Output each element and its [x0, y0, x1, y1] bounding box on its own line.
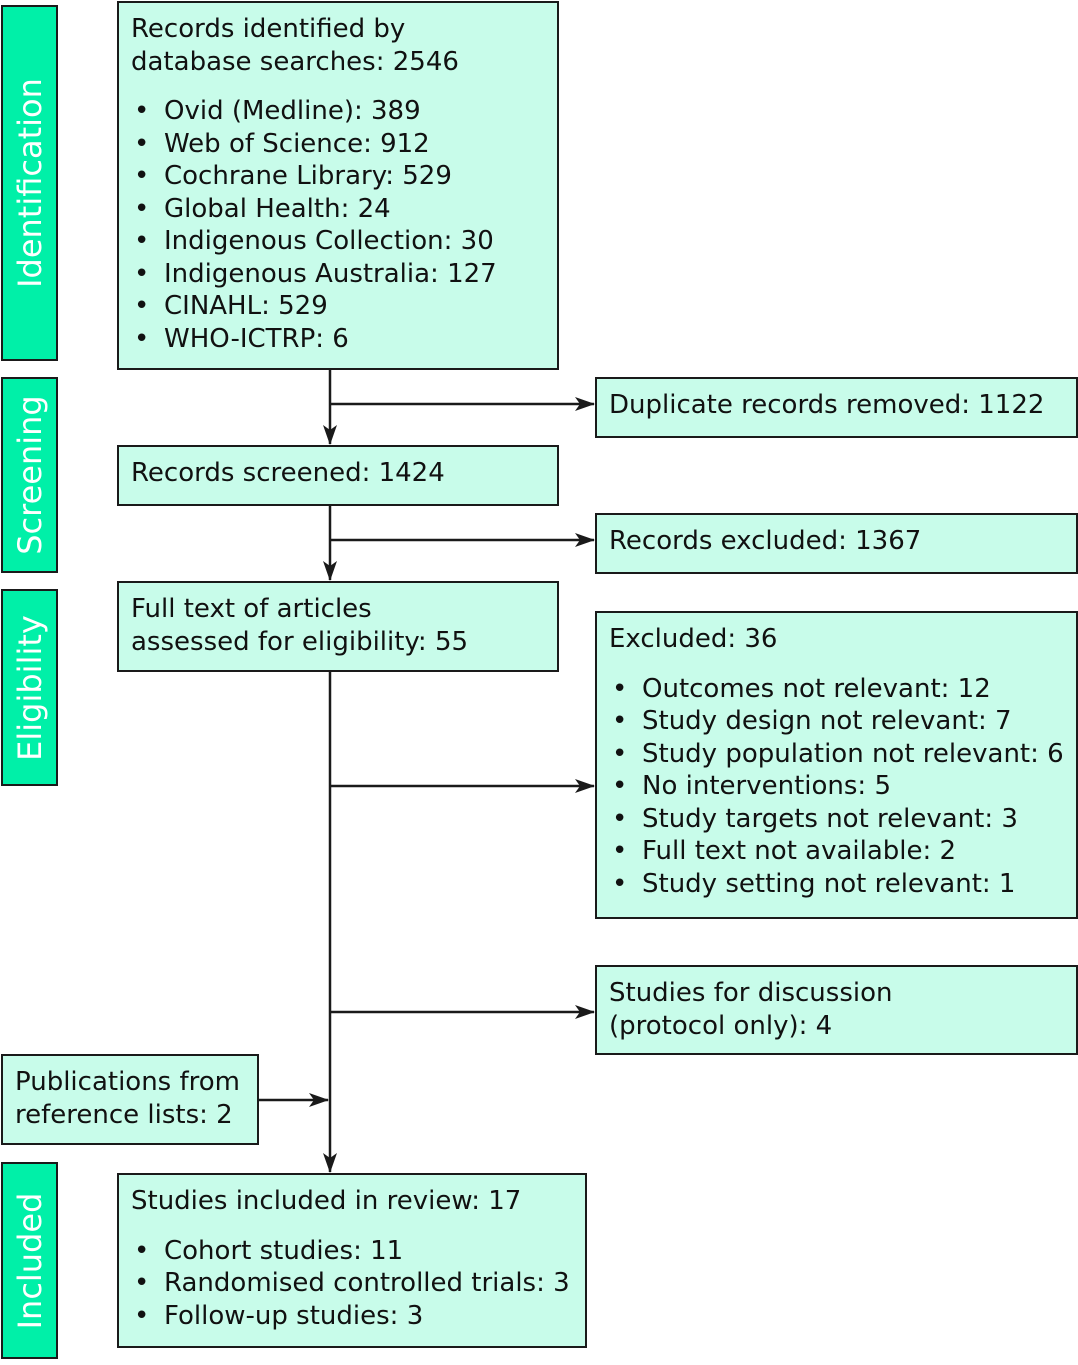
full-text-assessed-text: Full text of articles assessed for eligi… — [131, 594, 469, 657]
records-excluded-text: Records excluded: 1367 — [609, 526, 922, 556]
records-screened-box: Records screened: 1424 — [117, 445, 559, 506]
stage-screening: Screening — [1, 377, 58, 573]
stage-screening-label: Screening — [10, 395, 49, 555]
list-item: WHO-ICTRP: 6 — [131, 323, 545, 356]
studies-included-heading: Studies included in review: 17 — [131, 1186, 522, 1216]
list-item: Ovid (Medline): 389 — [131, 95, 545, 128]
excluded-heading: Excluded: 36 — [609, 624, 778, 654]
records-screened-text: Records screened: 1424 — [131, 458, 445, 488]
stage-eligibility-label: Eligibility — [10, 614, 49, 761]
excluded-box: Excluded: 36 Outcomes not relevant: 12 S… — [595, 611, 1078, 919]
database-list: Ovid (Medline): 389 Web of Science: 912 … — [131, 95, 545, 355]
list-item: Follow-up studies: 3 — [131, 1300, 573, 1333]
records-identified-box: Records identified by database searches:… — [117, 1, 559, 370]
full-text-assessed-box: Full text of articles assessed for eligi… — [117, 581, 559, 672]
list-item: Study population not relevant: 6 — [609, 738, 1064, 771]
duplicates-removed-text: Duplicate records removed: 1122 — [609, 390, 1045, 420]
list-item: Full text not available: 2 — [609, 835, 1064, 868]
list-item: No interventions: 5 — [609, 770, 1064, 803]
list-item: Indigenous Collection: 30 — [131, 225, 545, 258]
list-item: Indigenous Australia: 127 — [131, 258, 545, 291]
list-item: Cohort studies: 11 — [131, 1235, 573, 1268]
records-excluded-box: Records excluded: 1367 — [595, 513, 1078, 574]
list-item: CINAHL: 529 — [131, 290, 545, 323]
duplicates-removed-box: Duplicate records removed: 1122 — [595, 377, 1078, 438]
stage-eligibility: Eligibility — [1, 589, 58, 786]
list-item: Outcomes not relevant: 12 — [609, 673, 1064, 706]
exclusion-reasons-list: Outcomes not relevant: 12 Study design n… — [609, 673, 1064, 901]
stage-included-label: Included — [10, 1192, 49, 1329]
list-item: Web of Science: 912 — [131, 128, 545, 161]
list-item: Study targets not relevant: 3 — [609, 803, 1064, 836]
publications-from-references-text: Publications from reference lists: 2 — [15, 1067, 240, 1130]
records-identified-heading: Records identified by database searches:… — [131, 14, 459, 77]
stage-identification: Identification — [1, 5, 58, 361]
list-item: Study setting not relevant: 1 — [609, 868, 1064, 901]
studies-for-discussion-text: Studies for discussion (protocol only): … — [609, 978, 893, 1041]
studies-included-box: Studies included in review: 17 Cohort st… — [117, 1173, 587, 1348]
list-item: Cochrane Library: 529 — [131, 160, 545, 193]
list-item: Global Health: 24 — [131, 193, 545, 226]
stage-included: Included — [1, 1162, 58, 1359]
publications-from-references-box: Publications from reference lists: 2 — [1, 1054, 259, 1145]
included-studies-list: Cohort studies: 11 Randomised controlled… — [131, 1235, 573, 1333]
list-item: Randomised controlled trials: 3 — [131, 1267, 573, 1300]
list-item: Study design not relevant: 7 — [609, 705, 1064, 738]
studies-for-discussion-box: Studies for discussion (protocol only): … — [595, 965, 1078, 1055]
stage-identification-label: Identification — [10, 78, 49, 288]
